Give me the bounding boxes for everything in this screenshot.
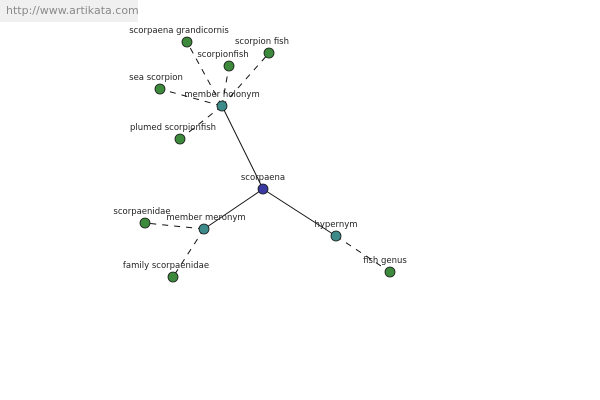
node-fish-genus[interactable]: fish genus [363,256,407,278]
node-dot-plumed-scorpionfish[interactable] [174,133,186,145]
node-dot-hypernym[interactable] [330,230,342,242]
edge-member-meronym-family-scorpaenidae [172,228,205,278]
node-dot-scorpionfish[interactable] [223,60,235,72]
node-dot-scorpion-fish[interactable] [263,47,275,59]
edge-scorpaena-hypernym [262,188,337,237]
node-dot-fish-genus[interactable] [384,266,396,278]
node-dot-family-scorpaenidae[interactable] [167,271,179,283]
node-label-sea-scorpion[interactable]: sea scorpion [129,73,183,83]
node-label-family-scorpaenidae[interactable]: family scorpaenidae [123,261,209,271]
node-scorpaenidae[interactable]: scorpaenidae [113,207,171,229]
node-member-meronym[interactable]: member meronym [166,213,246,235]
nodes-layer: scorpaena grandicornis scorpionfish scorpi… [113,26,407,283]
node-dot-scorpaena-grandicornis[interactable] [181,36,193,48]
site-watermark: http://www.artikata.com [0,0,139,22]
node-label-fish-genus[interactable]: fish genus [363,256,407,266]
node-scorpionfish[interactable]: scorpionfish [197,50,249,72]
edge-member-holonym-scorpionfish [221,65,230,107]
edge-scorpaena-member-meronym [203,188,264,230]
node-plumed-scorpionfish[interactable]: plumed scorpionfish [130,123,216,145]
node-label-plumed-scorpionfish[interactable]: plumed scorpionfish [130,123,216,133]
node-label-hypernym[interactable]: hypernym [314,220,357,230]
node-label-scorpionfish[interactable]: scorpionfish [197,50,248,60]
edge-member-holonym-plumed-scorpionfish [179,105,223,140]
node-sea-scorpion[interactable]: sea scorpion [129,73,183,95]
node-label-scorpaena-grandicornis[interactable]: scorpaena grandicornis [129,26,229,36]
node-label-scorpaenidae[interactable]: scorpaenidae [113,207,170,217]
node-hypernym[interactable]: hypernym [314,220,358,242]
node-family-scorpaenidae[interactable]: family scorpaenidae [123,261,209,283]
edge-scorpaena-member-holonym [221,105,264,190]
node-scorpaena[interactable]: scorpaena [241,173,285,195]
node-dot-sea-scorpion[interactable] [154,83,166,95]
node-dot-scorpaenidae[interactable] [139,217,151,229]
node-label-member-meronym[interactable]: member meronym [166,213,245,223]
edge-member-holonym-scorpaena-grandicornis [186,41,223,107]
node-dot-member-holonym[interactable] [216,100,228,112]
node-dot-member-meronym[interactable] [198,223,210,235]
edge-member-meronym-scorpaenidae [144,222,205,230]
node-label-member-holonym[interactable]: member holonym [184,90,259,100]
node-label-scorpaena[interactable]: scorpaena [241,173,285,183]
edge-hypernym-fish-genus [335,235,391,273]
node-scorpaena-grandicornis[interactable]: scorpaena grandicornis [129,26,229,48]
node-member-holonym[interactable]: member holonym [184,90,260,112]
node-scorpion-fish[interactable]: scorpion fish [235,37,289,59]
edges-layer [144,41,391,278]
node-dot-scorpaena[interactable] [257,183,269,195]
node-label-scorpion-fish[interactable]: scorpion fish [235,37,289,47]
edge-member-holonym-sea-scorpion [159,88,223,107]
